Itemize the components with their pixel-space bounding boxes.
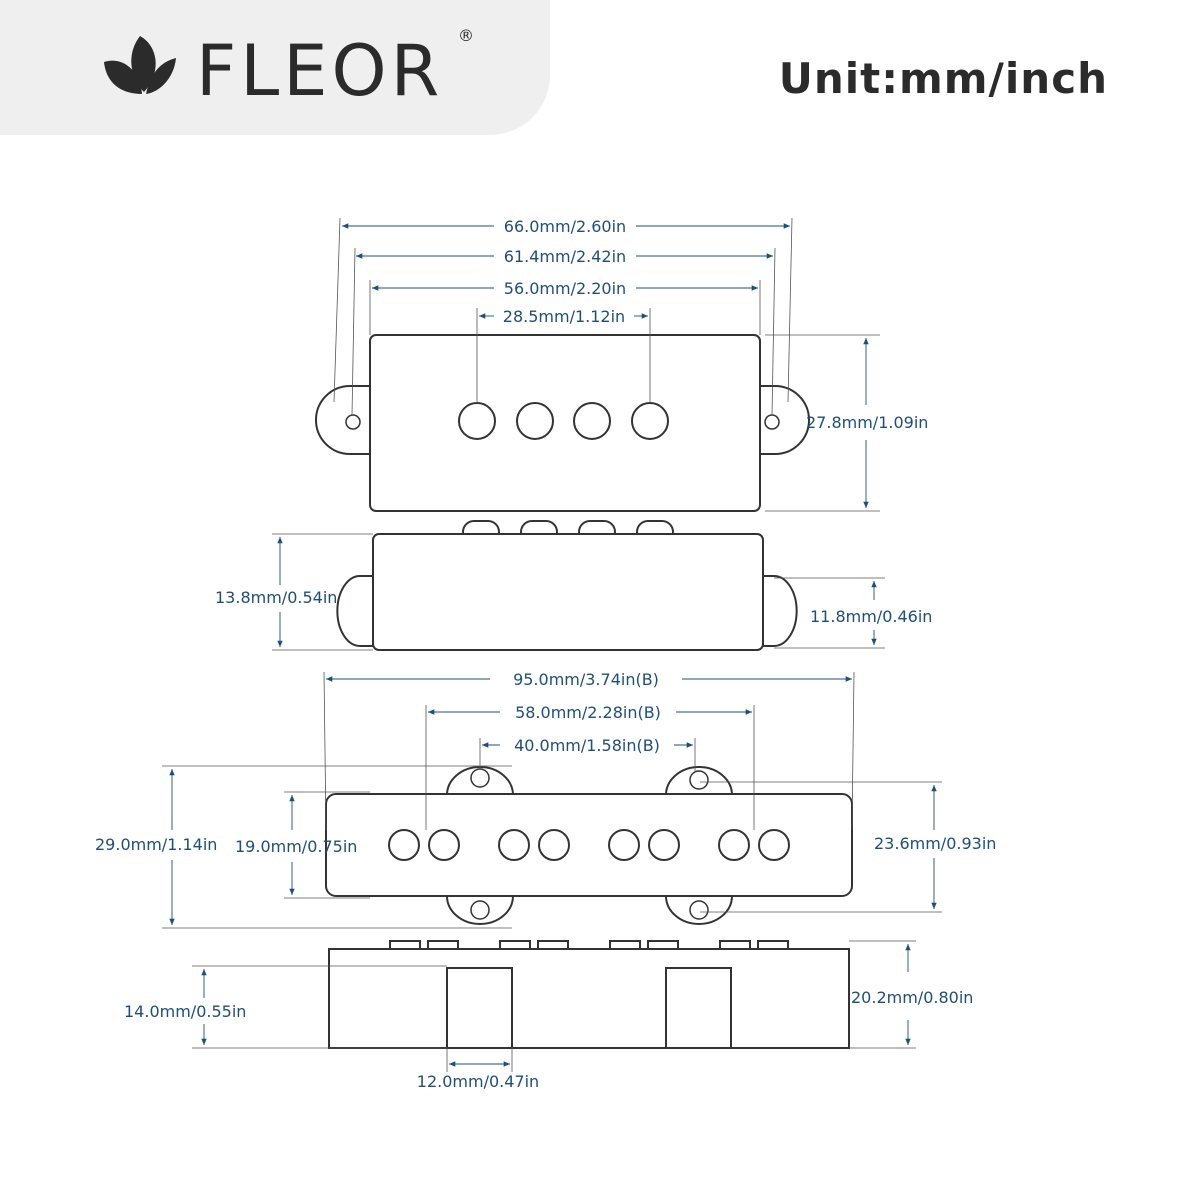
p-total-length-label: 66.0mm/2.60in xyxy=(504,217,626,236)
p-width-label: 27.8mm/1.09in xyxy=(806,413,928,432)
p-pickup-side-view xyxy=(336,520,798,651)
p-pickup-top-view xyxy=(315,334,810,512)
pole-piece xyxy=(573,402,611,440)
pole-piece xyxy=(516,402,554,440)
j-mount-spacing-label: 40.0mm/1.58in(B) xyxy=(514,736,660,755)
registered-mark: ® xyxy=(458,26,474,45)
pole-piece xyxy=(631,402,669,440)
j-body-width-label: 19.0mm/0.75in xyxy=(235,837,357,856)
j-hole-width-label: 23.6mm/0.93in xyxy=(874,834,996,853)
p-pole-span-label: 28.5mm/1.12in xyxy=(503,307,625,326)
header-panel xyxy=(0,0,550,135)
j-slot-width-label: 12.0mm/0.47in xyxy=(417,1072,539,1091)
j-pickup-side-view xyxy=(328,940,850,1049)
unit-title: Unit:mm/inch xyxy=(778,54,1108,103)
j-pole-span-label: 58.0mm/2.28in(B) xyxy=(515,703,661,722)
j-top-dimension-lines xyxy=(162,671,942,929)
j-bobbin-height-label: 14.0mm/0.55in xyxy=(124,1002,246,1021)
pole-piece xyxy=(458,402,496,440)
p-top-dimension-lines xyxy=(333,217,880,512)
p-body-length-label: 56.0mm/2.20in xyxy=(504,279,626,298)
leaf-icon xyxy=(104,36,176,94)
j-total-height-label: 20.2mm/0.80in xyxy=(851,988,973,1007)
p-side-height-label: 13.8mm/0.54in xyxy=(215,588,337,607)
j-side-dimension-lines xyxy=(192,940,916,1072)
j-total-length-label: 95.0mm/3.74in(B) xyxy=(513,670,659,689)
j-pickup-top-view xyxy=(325,766,853,925)
brand-logo-text: FLEOR xyxy=(196,30,444,112)
p-side-dimension-lines xyxy=(272,533,885,651)
p-hole-spacing-label: 61.4mm/2.42in xyxy=(504,247,626,266)
p-tab-height-label: 11.8mm/0.46in xyxy=(810,607,932,626)
j-total-width-label: 29.0mm/1.14in xyxy=(95,835,217,854)
